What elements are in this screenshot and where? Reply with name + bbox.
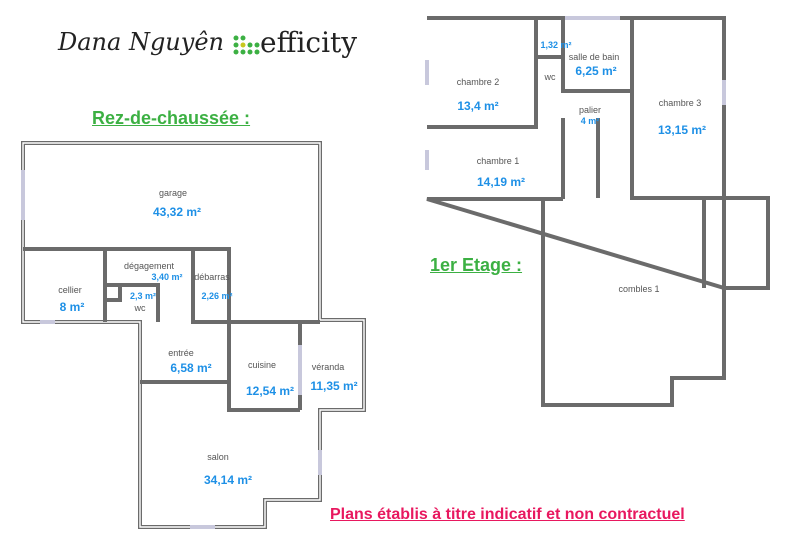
room-area-degagement: 3,40 m² bbox=[151, 272, 182, 282]
first-floor-title: 1er Etage : bbox=[430, 255, 523, 275]
ground-floor-title: Rez-de-chaussée : bbox=[92, 108, 251, 128]
room-label-garage: garage bbox=[159, 188, 187, 198]
room-label-entree: entrée bbox=[168, 348, 194, 358]
room-area-chambre-1: 14,19 m² bbox=[477, 175, 525, 189]
ground-floor-walls bbox=[21, 141, 366, 529]
room-area-cuisine: 12,54 m² bbox=[246, 384, 294, 398]
room-area-debarras: 2,26 m² bbox=[201, 291, 232, 301]
room-label-cuisine: cuisine bbox=[248, 360, 276, 370]
room-area-cellier: 8 m² bbox=[60, 300, 85, 314]
room-area-entree: 6,58 m² bbox=[170, 361, 211, 375]
room-label-chambre-2: chambre 2 bbox=[457, 77, 500, 87]
room-label-combles-1: combles 1 bbox=[618, 284, 659, 294]
first-floor-walls bbox=[425, 16, 770, 407]
room-area-chambre-3: 13,15 m² bbox=[658, 123, 706, 137]
room-label-degagement: dégagement bbox=[124, 261, 175, 271]
logo-agent-name: Dana Nguyên bbox=[58, 28, 224, 56]
room-label-debarras: débarras bbox=[194, 272, 230, 282]
room-label-chambre-3: chambre 3 bbox=[659, 98, 702, 108]
room-label-cellier: cellier bbox=[58, 285, 82, 295]
room-label-chambre-1: chambre 1 bbox=[477, 156, 520, 166]
room-area-salon: 34,14 m² bbox=[204, 473, 252, 487]
logo-brand: efficity bbox=[260, 26, 358, 59]
disclaimer: Plans établis à titre indicatif et non c… bbox=[330, 506, 685, 523]
room-area-wc: 2,3 m² bbox=[130, 291, 156, 301]
room-area-palier: 4 m² bbox=[581, 116, 600, 126]
room-label-veranda: véranda bbox=[312, 362, 345, 372]
room-label-salle-de-bain: salle de bain bbox=[569, 52, 620, 62]
room-area-chambre-2: 13,4 m² bbox=[457, 99, 498, 113]
room-label-wc: wc bbox=[134, 303, 146, 313]
room-label-salon: salon bbox=[207, 452, 229, 462]
room-area-salle-de-bain: 6,25 m² bbox=[575, 64, 616, 78]
room-label-wc-upstairs: wc bbox=[544, 72, 556, 82]
room-label-palier: palier bbox=[579, 105, 601, 115]
room-area-garage: 43,32 m² bbox=[153, 205, 201, 219]
room-area-wc-upstairs: 1,32 m² bbox=[540, 40, 571, 50]
room-area-veranda: 11,35 m² bbox=[310, 379, 357, 393]
